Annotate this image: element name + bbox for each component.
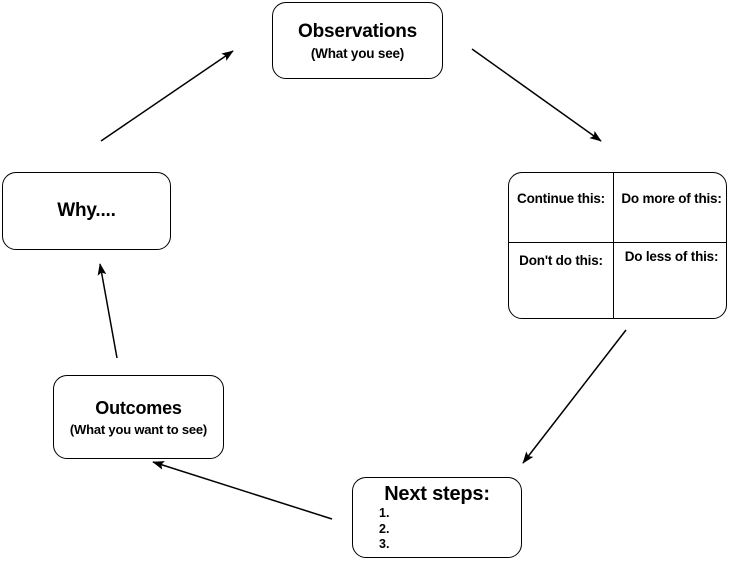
node-why[interactable]: Why.... — [2, 172, 171, 250]
quadrant-cell-dont-do-this: Don't do this: — [519, 253, 603, 268]
node-why-title: Why.... — [57, 200, 116, 221]
node-next-steps[interactable]: Next steps: 1. 2. 3. — [352, 477, 522, 558]
arrow-observations-to-quadrant — [471, 48, 602, 142]
node-next-steps-title: Next steps: — [384, 483, 490, 505]
node-outcomes-subtitle: (What you want to see) — [69, 421, 208, 437]
arrow-outcomes-to-why — [97, 263, 118, 359]
arrow-next-steps-to-outcomes — [152, 461, 333, 520]
next-steps-list: 1. 2. 3. — [379, 506, 521, 553]
node-observations[interactable]: Observations (What you see) — [272, 2, 443, 79]
next-steps-item: 2. — [379, 521, 390, 536]
node-action-quadrant[interactable]: Continue this: Do more of this: Don't do… — [508, 172, 727, 319]
next-steps-item: 1. — [379, 506, 390, 520]
quadrant-vertical-divider — [613, 172, 614, 319]
quadrant-cell-continue-this: Continue this: — [517, 191, 605, 206]
quadrant-cell-do-more-of-this: Do more of this: — [621, 191, 722, 206]
quadrant-horizontal-divider — [509, 242, 726, 243]
arrow-quadrant-to-next-steps — [522, 329, 627, 464]
next-steps-item: 3. — [379, 537, 390, 552]
node-outcomes-title: Outcomes — [95, 397, 182, 418]
node-observations-subtitle: (What you see) — [310, 45, 405, 61]
arrow-why-to-observations — [100, 50, 234, 142]
quadrant-cell-do-less-of-this: Do less of this: — [624, 249, 719, 264]
node-observations-title: Observations — [297, 20, 418, 42]
node-outcomes[interactable]: Outcomes (What you want to see) — [53, 375, 224, 459]
